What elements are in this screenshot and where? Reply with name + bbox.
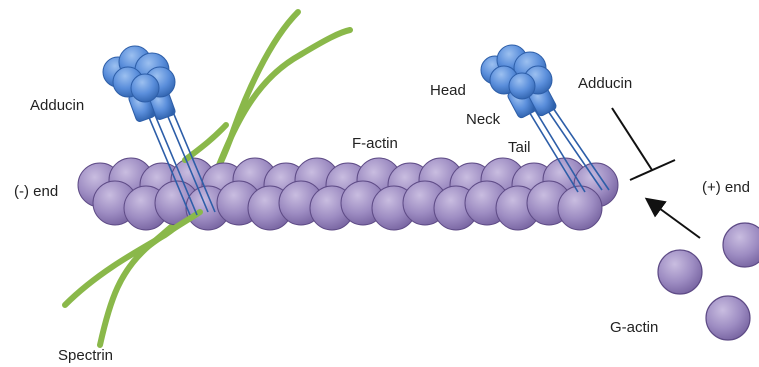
g-actin-monomers [658,223,759,340]
label-spectrin: Spectrin [58,347,113,364]
label-adducin-left: Adducin [30,97,84,114]
g-actin-monomer [658,250,702,294]
inhibition-symbol [612,108,675,180]
g-actin-monomer [723,223,759,267]
g-actin-monomer [706,296,750,340]
label-plus-end: (+) end [702,179,750,196]
label-minus-end: (-) end [14,183,58,200]
label-neck: Neck [466,111,501,128]
label-f-actin: F-actin [352,135,398,152]
label-adducin-right: Adducin [578,75,632,92]
label-head: Head [430,82,466,99]
adducin-left-head [103,46,175,102]
label-tail: Tail [508,139,531,156]
f-actin-filament [78,158,618,230]
adducin-right-head [481,45,552,99]
label-g-actin: G-actin [610,319,658,336]
actin-subunit [558,186,602,230]
polymerization-arrow [648,200,700,238]
